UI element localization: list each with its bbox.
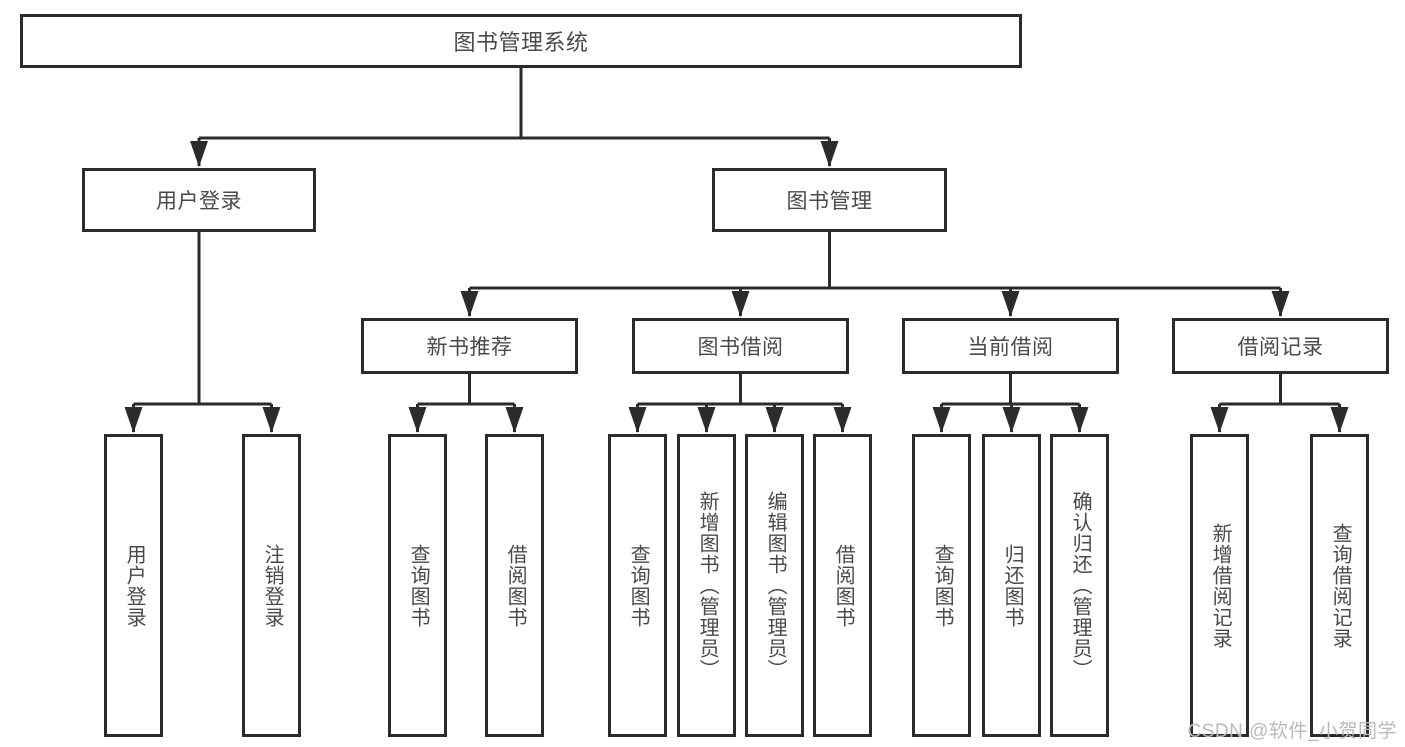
arrow-head-icon [765, 407, 784, 433]
watermark-text: CSDN @软件_小贺同学 [1187, 721, 1397, 742]
arrow-head-icon [460, 291, 479, 317]
node-box-leaf-query-record[interactable] [1310, 434, 1369, 737]
node-box-leaf-borrow-book-a[interactable] [485, 434, 544, 737]
node-box-leaf-query-book-c[interactable] [912, 434, 971, 737]
arrow-head-icon [628, 407, 647, 433]
boxes-layer [20, 14, 1389, 737]
arrow-head-icon [697, 407, 716, 433]
node-box-new-book-recommend[interactable] [361, 318, 578, 374]
edge-group-new-book-recommend [408, 374, 524, 433]
node-box-book-manage[interactable] [712, 168, 947, 232]
node-box-book-borrow[interactable] [632, 318, 849, 374]
arrow-head-icon [505, 407, 524, 433]
edge-group-root [190, 68, 839, 167]
edge-group-user-login [124, 232, 281, 433]
node-box-leaf-edit-book[interactable] [745, 434, 804, 737]
arrow-head-icon [1002, 407, 1021, 433]
arrow-head-icon [1001, 291, 1020, 317]
edge-group-borrow-record [1210, 374, 1349, 433]
arrow-head-icon [408, 407, 427, 433]
node-box-leaf-query-book-b[interactable] [608, 434, 667, 737]
arrow-head-icon [190, 141, 208, 167]
arrow-head-icon [820, 141, 839, 167]
arrow-head-icon [1271, 291, 1290, 317]
edge-group-current-borrow [932, 374, 1089, 433]
node-box-leaf-logout[interactable] [242, 434, 301, 737]
arrow-head-icon [262, 407, 281, 433]
node-box-leaf-query-book-a[interactable] [388, 434, 447, 737]
arrow-head-icon [833, 407, 852, 433]
edge-group-book-borrow [628, 374, 852, 433]
node-box-borrow-record[interactable] [1172, 318, 1389, 374]
edges-layer [124, 68, 1349, 433]
node-box-leaf-return-book[interactable] [982, 434, 1041, 737]
node-box-leaf-borrow-book-b[interactable] [813, 434, 872, 737]
node-box-root[interactable] [20, 14, 1022, 68]
arrow-head-icon [731, 291, 750, 317]
arrow-head-icon [1210, 407, 1229, 433]
arrow-head-icon [1070, 407, 1089, 433]
node-box-leaf-user-login[interactable] [104, 434, 163, 737]
arrow-head-icon [124, 407, 143, 433]
node-box-current-borrow[interactable] [902, 318, 1119, 374]
edge-group-book-manage [460, 232, 1290, 317]
node-box-user-login[interactable] [82, 168, 316, 232]
node-box-leaf-confirm-return[interactable] [1050, 434, 1109, 737]
node-box-leaf-add-book[interactable] [677, 434, 736, 737]
arrow-head-icon [1330, 407, 1349, 433]
node-box-leaf-add-record[interactable] [1190, 434, 1249, 737]
arrow-head-icon [932, 407, 951, 433]
